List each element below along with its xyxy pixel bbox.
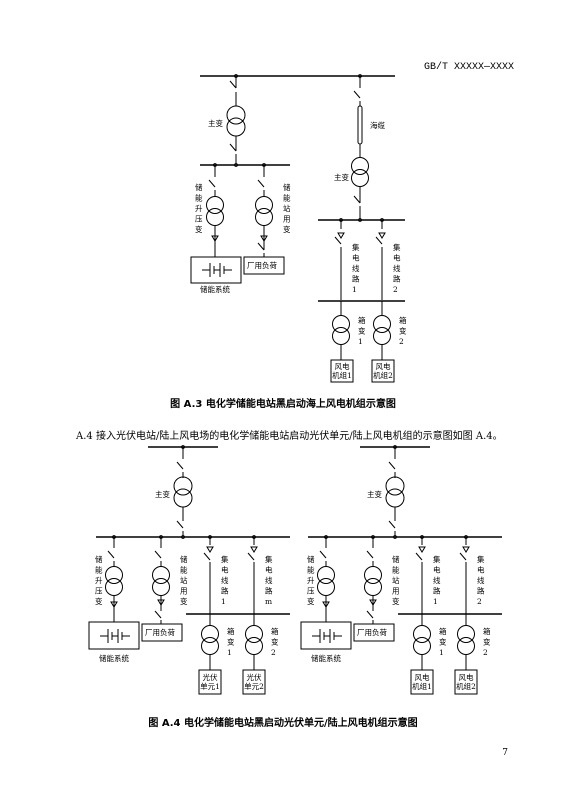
a4-right-plant-load-box <box>353 623 395 642</box>
a3-left-main-transformer-upper <box>226 105 246 125</box>
a3-plant-load-box <box>243 256 285 275</box>
a4-left-storage-station-use-transformer-lower <box>152 578 170 596</box>
a4-right-main-transformer-lower <box>385 488 405 508</box>
a4-left-storage-step-up-transformer-upper <box>105 566 123 584</box>
a3-wind-turbine-2-box <box>371 359 395 383</box>
a3-left-main-transformer-lower <box>226 117 246 137</box>
document-code: GB/T XXXXX—XXXX <box>423 62 514 73</box>
a4-left-storage-station-use-transformer-upper <box>152 566 170 584</box>
a3-storage-system-box <box>190 256 242 284</box>
a4-left-box-transformer-1-upper <box>201 625 219 643</box>
a3-right-main-transformer-lower <box>351 169 369 187</box>
a4-right-storage-station-use-transformer-lower <box>364 578 382 596</box>
a4-right-label-unit-2: 风电机组2 <box>456 672 476 691</box>
a4-left-box-transformer-2-lower <box>245 637 263 655</box>
a4-right-label-unit-1: 风电机组1 <box>412 672 432 691</box>
a3-left-switch <box>229 80 237 89</box>
a3-label-storage-step-up: 储能升压变 <box>195 182 203 234</box>
a4-left-plant-load-box <box>141 623 183 642</box>
a4-left-main-transformer-upper <box>173 476 193 496</box>
a4-left-label-storage-station-use: 储能站用变 <box>180 554 188 606</box>
a4-right-storage-system-box <box>300 621 352 650</box>
a4-right-unit-2-box <box>454 669 478 695</box>
a4-right-box-transformer-1-lower <box>413 637 431 655</box>
a4-left-label-unit-2: 光伏单元2 <box>244 672 264 691</box>
a3-right-main-transformer-upper <box>351 157 369 175</box>
a4-right-label-storage-system: 储能系统 <box>311 653 341 663</box>
a4-right-label-plant-load: 厂用负荷 <box>357 627 387 637</box>
a4-right-unit-1-box <box>410 669 434 695</box>
a4-right-label-main-transformer: 主变 <box>367 489 382 499</box>
a4-right-box-transformer-2-upper <box>457 625 475 643</box>
figure-a4-caption: 图 A.4 电化学储能电站黑启动光伏单元/陆上风电机组示意图 <box>148 718 418 729</box>
a4-left-label-storage-step-up: 储能升压变 <box>95 554 103 606</box>
a4-right-storage-station-use-transformer-upper <box>364 566 382 584</box>
section-a4-paragraph: A.4 接入光伏电站/陆上风电场的电化学储能电站启动光伏单元/陆上风电机组的示意… <box>76 431 503 442</box>
a4-left-storage-step-up-transformer-lower <box>105 578 123 596</box>
a4-left-unit-1-box <box>198 669 222 695</box>
a4-right-storage-step-up-transformer-lower <box>317 578 335 596</box>
a4-left-box-transformer-1-lower <box>201 637 219 655</box>
a4-left-label-unit-1: 光伏单元1 <box>200 672 220 691</box>
a4-left-storage-system-box <box>88 621 140 650</box>
a4-left-box-transformer-2-upper <box>245 625 263 643</box>
a4-left-label-main-transformer: 主变 <box>155 489 170 499</box>
a3-label-main-transformer-right: 主变 <box>334 172 349 182</box>
a4-left-label-plant-load: 厂用负荷 <box>145 627 175 637</box>
a3-label-main-transformer-left: 主变 <box>208 118 223 128</box>
a3-label-storage-station-use: 储能站用变 <box>283 182 291 234</box>
a3-label-cable: 海缆 <box>370 120 385 130</box>
a4-right-box-transformer-1-upper <box>413 625 431 643</box>
a4-left-unit-2-box <box>242 669 266 695</box>
a4-right-box-transformer-2-lower <box>457 637 475 655</box>
a4-right-label-storage-station-use: 储能站用变 <box>392 554 400 606</box>
a3-label-wind-turbine-1: 风电机组1 <box>332 361 352 380</box>
figure-a3-diagram <box>190 74 405 383</box>
figure-a3-caption: 图 A.3 电化学储能电站黑启动海上风电机组示意图 <box>170 399 396 410</box>
a4-right-main-transformer-upper <box>385 476 405 496</box>
a3-wind-turbine-1-box <box>330 359 354 383</box>
a3-label-storage-system: 储能系统 <box>200 284 230 294</box>
a4-left-label-storage-system: 储能系统 <box>99 653 129 663</box>
a3-submarine-cable <box>357 105 363 145</box>
page-number: 7 <box>502 748 508 758</box>
a4-left-main-transformer-lower <box>173 488 193 508</box>
a4-right-storage-step-up-transformer-upper <box>317 566 335 584</box>
a3-label-plant-load: 厂用负荷 <box>247 260 277 270</box>
a4-right-label-storage-step-up: 储能升压变 <box>307 554 315 606</box>
a3-label-wind-turbine-2: 风电机组2 <box>373 361 393 380</box>
